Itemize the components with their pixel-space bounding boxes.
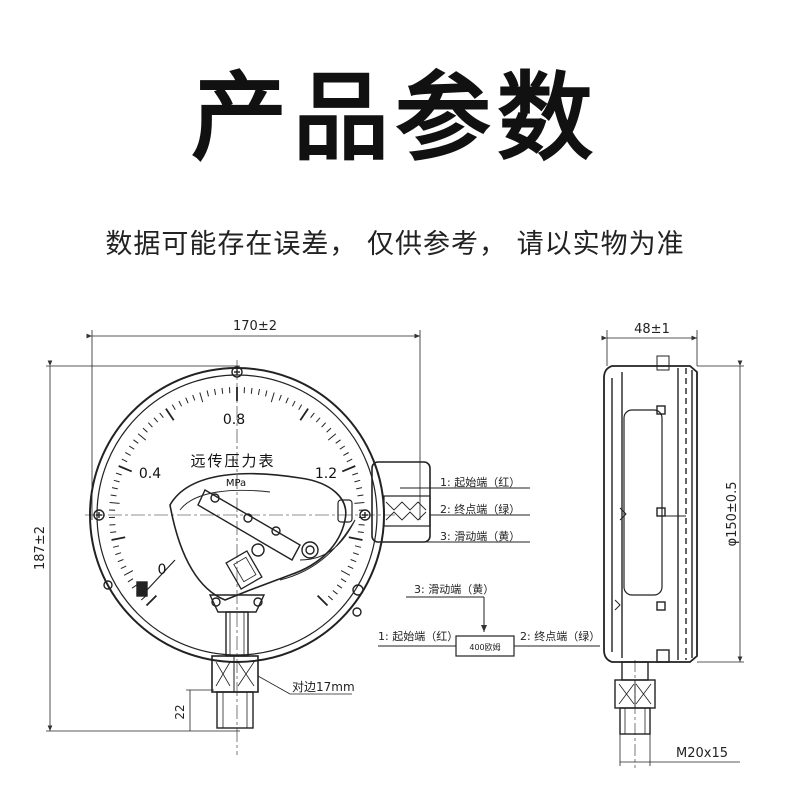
dial-tick bbox=[185, 397, 189, 404]
dial-tick bbox=[250, 387, 253, 394]
front-view bbox=[46, 330, 431, 755]
dial-tick bbox=[127, 578, 134, 583]
dial-tick bbox=[112, 545, 120, 548]
dial-tick bbox=[346, 458, 353, 463]
page-title: 产品参数 bbox=[191, 62, 599, 174]
dial-tick bbox=[123, 570, 134, 576]
schematic-terminal-3-label: 3: 滑动端（黄） bbox=[414, 582, 494, 596]
dial-tick bbox=[265, 390, 268, 397]
dial-tick bbox=[214, 388, 217, 395]
dial-tick bbox=[340, 578, 347, 583]
dial-tick bbox=[257, 388, 260, 395]
hex-size-label: 对边17mm bbox=[292, 680, 355, 694]
height-dimension: 187±2 bbox=[33, 526, 48, 570]
dial-tick bbox=[315, 417, 321, 423]
side-view bbox=[601, 330, 744, 768]
dial-tick bbox=[147, 422, 153, 428]
dial-tick bbox=[142, 427, 148, 433]
schematic-terminal-1-label: 1: 起始端（红） bbox=[378, 629, 458, 643]
dial-tick bbox=[356, 487, 363, 490]
thread-dimension: M20x15 bbox=[676, 746, 728, 761]
dial-tick bbox=[221, 387, 224, 394]
dial-tick bbox=[145, 594, 158, 607]
dial-tick bbox=[109, 502, 120, 504]
dial-tick bbox=[350, 559, 357, 563]
scale-label-0.8: 0.8 bbox=[223, 412, 245, 428]
dial-tick bbox=[341, 465, 356, 473]
dial-tick bbox=[316, 594, 329, 607]
dial-tick bbox=[206, 390, 209, 397]
dial-tick bbox=[354, 502, 365, 504]
scale-label-0: 0 bbox=[158, 562, 167, 578]
dial-tick bbox=[343, 452, 349, 456]
dial-tick bbox=[336, 584, 343, 589]
dial-tick bbox=[278, 394, 282, 401]
dial-tick bbox=[125, 452, 131, 456]
dial-tick bbox=[352, 552, 359, 556]
dial-tick bbox=[120, 565, 127, 570]
dial-tick bbox=[340, 570, 351, 576]
scale-label-1.2: 1.2 bbox=[315, 466, 337, 482]
terminal-3-label: 3: 滑动端（黄） bbox=[440, 529, 520, 543]
wiring-diagram bbox=[378, 487, 600, 657]
dial-tick bbox=[110, 494, 117, 497]
dial-unit: MPa bbox=[226, 478, 246, 489]
dial-tick bbox=[111, 536, 126, 541]
dial-tick bbox=[357, 494, 364, 497]
dial-tick bbox=[113, 479, 120, 483]
dial-tick bbox=[118, 465, 133, 473]
depth-dimension: 48±1 bbox=[634, 322, 670, 337]
dial-tick bbox=[115, 472, 122, 476]
dial-tick bbox=[332, 590, 338, 595]
dial-tick bbox=[117, 559, 124, 563]
thread-length-dimension: 22 bbox=[173, 704, 187, 719]
dial-tick bbox=[347, 565, 354, 570]
dial-tick bbox=[352, 472, 359, 476]
dial-tick bbox=[321, 422, 327, 428]
width-dimension: 170±2 bbox=[233, 319, 277, 334]
dial-tick bbox=[326, 427, 332, 433]
schematic-terminal-2-label: 2: 终点端（绿） bbox=[520, 629, 600, 643]
dial-tick bbox=[327, 595, 334, 601]
dial-tick bbox=[199, 392, 204, 403]
dial-tick bbox=[335, 439, 341, 444]
dial-tick bbox=[285, 397, 289, 404]
dial-tick bbox=[165, 408, 175, 421]
dial-tick bbox=[310, 412, 315, 419]
dial-tick bbox=[299, 408, 309, 421]
scale-label-0.4: 0.4 bbox=[139, 466, 161, 482]
terminal-1-label: 1: 起始端（红） bbox=[440, 475, 520, 489]
dial-tick bbox=[192, 394, 196, 401]
dial-tick bbox=[110, 531, 117, 533]
page-subtitle: 数据可能存在误差， 仅供参考， 请以实物为准 bbox=[105, 229, 685, 260]
dial-tick bbox=[153, 417, 159, 423]
dial-tick bbox=[131, 584, 138, 589]
dial-tick bbox=[339, 445, 346, 450]
dial-tick bbox=[348, 536, 363, 541]
dial-tick bbox=[291, 400, 296, 407]
dial-tick bbox=[270, 392, 275, 403]
dial-tick bbox=[354, 545, 362, 548]
dial-tick bbox=[137, 433, 147, 441]
dial-tick bbox=[327, 433, 337, 441]
dial-tick bbox=[111, 487, 118, 490]
dial-tick bbox=[298, 404, 303, 410]
dial-tick bbox=[171, 404, 176, 410]
dial-tick bbox=[357, 531, 364, 533]
diameter-dimension: φ150±0.5 bbox=[725, 482, 740, 547]
dial-tick bbox=[121, 458, 128, 463]
dial-tick bbox=[115, 552, 122, 556]
terminal-2-label: 2: 终点端（绿） bbox=[440, 502, 520, 516]
dial-tick bbox=[354, 479, 361, 483]
dial-tick bbox=[159, 412, 164, 419]
dial-tick bbox=[178, 400, 183, 407]
resistor-label: 400欧姆 bbox=[469, 642, 500, 652]
dial-tick bbox=[133, 439, 139, 444]
dial-tick bbox=[128, 445, 135, 450]
dial-title: 远传压力表 bbox=[190, 452, 275, 470]
